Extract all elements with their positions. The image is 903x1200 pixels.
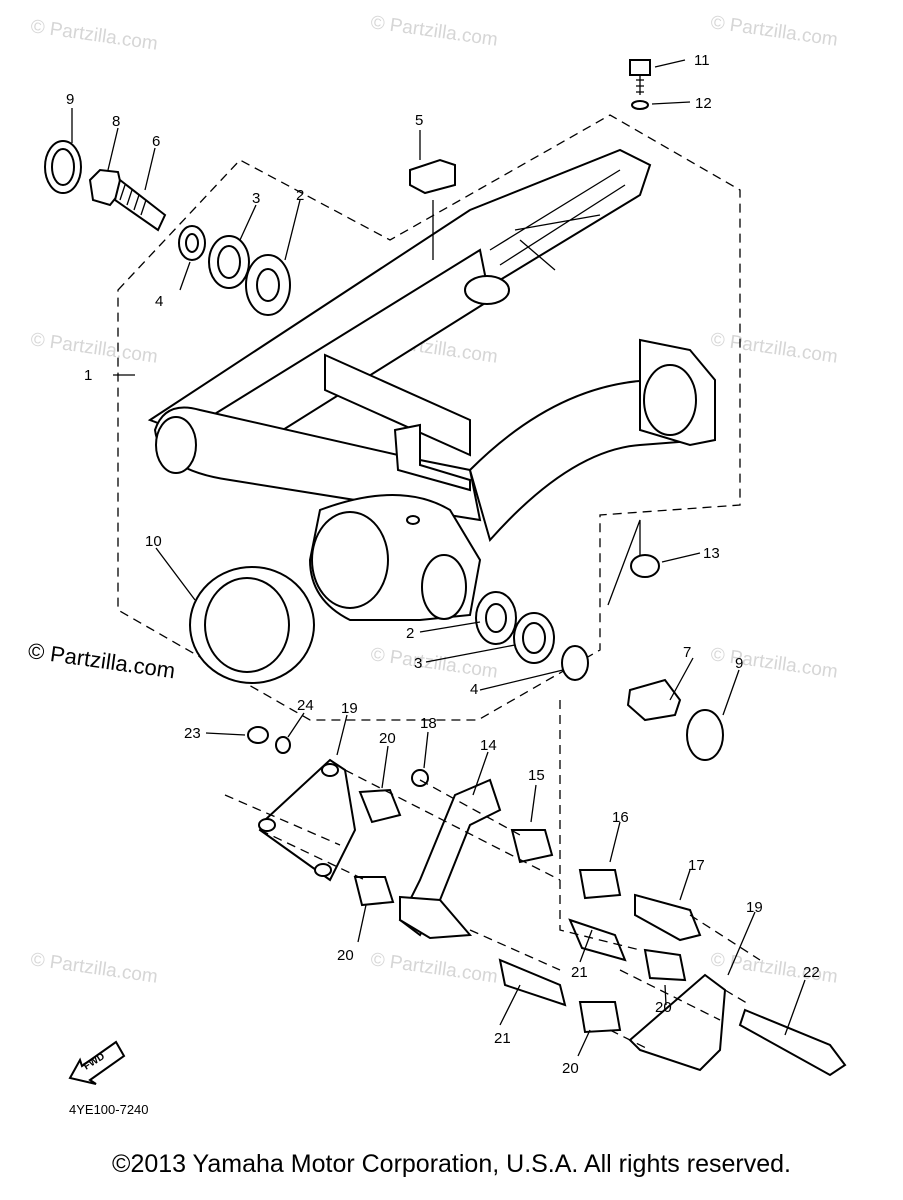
- callout: 21: [494, 1030, 511, 1047]
- callout: 15: [528, 767, 545, 784]
- relay-arm-19: [628, 973, 727, 1072]
- callout: 8: [112, 113, 120, 130]
- callout: 12: [695, 95, 712, 112]
- callout: 21: [571, 964, 588, 981]
- relay-linkage: [247, 726, 847, 1077]
- watermark: © Partzilla.com: [369, 12, 499, 51]
- collar-15: [510, 829, 554, 864]
- dust-cover-9: [686, 709, 724, 761]
- collar-20: [358, 788, 402, 824]
- callout: 24: [297, 697, 314, 714]
- assembly-outline: [117, 114, 741, 721]
- collar-4: [561, 645, 589, 681]
- watermark: © Partzilla.com: [29, 16, 159, 55]
- callouts: 9 8 6 3 2 4 1 5 11 12 10 13 2 3 4 7 9 23…: [66, 52, 820, 1077]
- watermark: © Partzilla.com: [709, 644, 839, 683]
- alignment-lines: [224, 700, 761, 1051]
- callout: 1: [84, 367, 92, 384]
- callout: 20: [337, 947, 354, 964]
- watermark: © Partzilla.com: [29, 329, 159, 368]
- callout: 22: [803, 964, 820, 981]
- collar-20: [643, 948, 687, 982]
- callout: 9: [735, 655, 743, 672]
- callout: 17: [688, 857, 705, 874]
- copyright-notice: ©2013 Yamaha Motor Corporation, U.S.A. A…: [112, 1150, 791, 1178]
- callout: 16: [612, 809, 629, 826]
- watermark: © Partzilla.com: [709, 12, 839, 51]
- callout: 2: [406, 625, 414, 642]
- callout: 2: [296, 187, 304, 204]
- callout: 6: [152, 133, 160, 150]
- callout: 20: [379, 730, 396, 747]
- callout: 13: [703, 545, 720, 562]
- collar-16: [578, 869, 622, 900]
- callout: 20: [562, 1060, 579, 1077]
- callout: 19: [341, 700, 358, 717]
- drawing-code: 4YE100-7240: [69, 1102, 149, 1117]
- bearing-set-upper: [44, 140, 291, 316]
- watermark: © Partzilla.com: [369, 949, 499, 988]
- washer-12: [631, 100, 649, 110]
- callout: 7: [683, 644, 691, 661]
- nut-23: [247, 726, 269, 744]
- watermark: © Partzilla.com: [709, 329, 839, 368]
- collar-21: [568, 918, 627, 962]
- callout: 3: [414, 655, 422, 672]
- fwd-arrow-icon: FWD: [68, 1040, 126, 1085]
- collar-21: [498, 958, 567, 1007]
- callout: 9: [66, 91, 74, 108]
- collar-20: [578, 1001, 622, 1034]
- watermark: © Partzilla.com: [29, 949, 159, 988]
- collar-20: [353, 876, 395, 907]
- callout: 4: [470, 681, 478, 698]
- callout: 10: [145, 533, 162, 550]
- callout: 19: [746, 899, 763, 916]
- callout: 18: [420, 715, 437, 732]
- bolt-17: [634, 893, 702, 942]
- bolt-11: [629, 59, 651, 110]
- washer-24: [275, 736, 291, 754]
- pivot-shaft-6: [113, 178, 167, 232]
- relay-arm-19: [258, 758, 357, 882]
- bolt-22: [738, 1008, 847, 1077]
- bearing-set-lower: [475, 591, 724, 761]
- callout: 5: [415, 112, 423, 129]
- watermark: © Partzilla.com: [369, 644, 499, 683]
- callout: 14: [480, 737, 497, 754]
- pivot-shaft-7: [626, 678, 682, 722]
- swingarm: [147, 148, 716, 621]
- callout: 23: [184, 725, 201, 742]
- callout: 3: [252, 190, 260, 207]
- callout: 11: [694, 52, 710, 69]
- cap-13: [630, 554, 660, 578]
- callout: 20: [655, 999, 672, 1016]
- leader-lines: [71, 59, 806, 1057]
- label-5: [409, 158, 456, 195]
- callout: 4: [155, 293, 163, 310]
- ring-10: [189, 566, 315, 684]
